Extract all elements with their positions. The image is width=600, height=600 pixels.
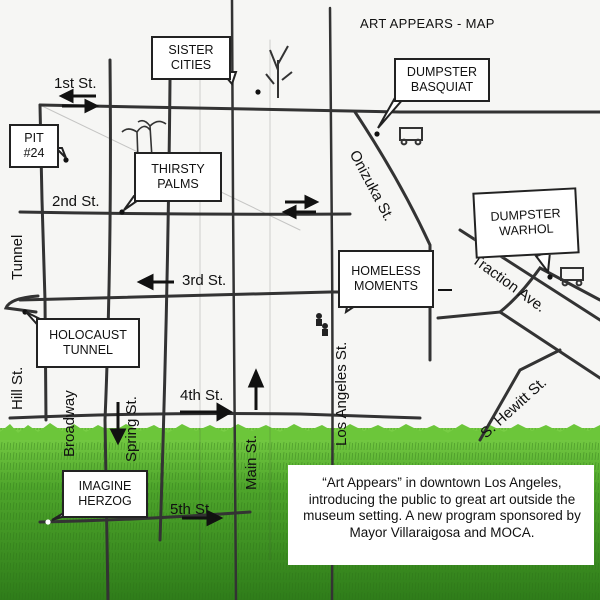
label-main-st: Main St.	[243, 434, 260, 490]
people-icon	[316, 313, 328, 336]
label-los-angeles-st: Los Angeles St.	[333, 341, 350, 446]
street-main	[230, 0, 238, 600]
description-note: “Art Appears” in downtown Los Angeles, i…	[288, 465, 594, 565]
site-pit-24[interactable]: PIT #24	[9, 124, 59, 168]
street-3rd	[18, 290, 432, 302]
palm-icon	[121, 119, 167, 161]
tunnel-entrance	[3, 294, 40, 314]
site-thirsty-palms[interactable]: THIRSTY PALMS	[134, 152, 222, 202]
label-spring-st: Spring St.	[123, 396, 140, 462]
street-onizuka	[353, 110, 432, 362]
dumpster-icon-warhol	[560, 267, 584, 287]
label-3rd-st: 3rd St.	[182, 272, 227, 289]
label-5th-st: 5th St.	[170, 501, 214, 518]
label-1st-st: 1st St.	[54, 75, 97, 92]
label-tunnel: Tunnel	[9, 234, 26, 280]
site-holocaust-tunnel[interactable]: HOLOCAUST TUNNEL	[36, 318, 140, 368]
label-4th-st: 4th St.	[180, 387, 224, 404]
street-1st	[38, 103, 600, 114]
label-2nd-st: 2nd St.	[52, 193, 100, 210]
tree-icon	[265, 45, 293, 98]
site-dumpster-warhol[interactable]: DUMPSTER WARHOL	[472, 187, 580, 259]
label-hill-st: Hill St.	[9, 366, 26, 410]
map-title: ART APPEARS - MAP	[360, 16, 495, 31]
street-2nd	[18, 210, 352, 216]
dumpster-icon-basquiat	[399, 127, 423, 146]
street-broadway	[103, 58, 112, 600]
site-imagine-herzog[interactable]: IMAGINE HERZOG	[62, 470, 148, 518]
site-dumpster-basquiat[interactable]: DUMPSTER BASQUIAT	[394, 58, 490, 102]
street-spring	[158, 78, 172, 542]
street-4th	[8, 412, 422, 420]
site-sister-cities[interactable]: SISTER CITIES	[151, 36, 231, 80]
site-homeless-moments[interactable]: HOMELESS MOMENTS	[338, 250, 434, 308]
street-hewitt	[436, 310, 600, 380]
label-broadway: Broadway	[61, 390, 78, 457]
street-5th	[38, 510, 252, 524]
